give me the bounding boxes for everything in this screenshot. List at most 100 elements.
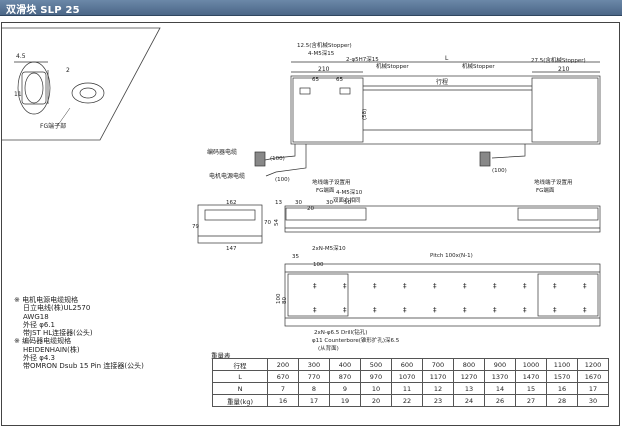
table-cell: 700 (422, 358, 454, 371)
table-cell: 8 (298, 382, 330, 395)
table-cell: 19 (329, 394, 361, 407)
side-dim-30a: 30 (295, 200, 302, 206)
base-dim-80: 80 (282, 297, 288, 304)
dim-height: (58) (362, 109, 368, 120)
end-dim-13: 13 (275, 200, 282, 206)
pitch-label: Pitch 100x(N-1) (430, 253, 473, 259)
svg-text:‡: ‡ (583, 282, 587, 290)
callout-stopper-left: 12.5(含机械Stopper) (297, 41, 352, 49)
side-view (284, 205, 601, 233)
fg-terminal-detail (14, 61, 105, 115)
table-cell: 670 (267, 370, 299, 383)
table-cell: 24 (453, 394, 485, 407)
encoder-cable-label: 编码器电缆 (207, 148, 237, 156)
table-cell: 15 (515, 382, 547, 395)
motor-cable-label: 电机电源电缆 (209, 172, 245, 180)
table-cell: 1670 (577, 370, 609, 383)
detail-label: FG端子部 (40, 122, 66, 130)
top-view (290, 61, 601, 145)
table-cell: 1100 (546, 358, 578, 371)
table-cell: 26 (484, 394, 516, 407)
end-view (197, 204, 263, 244)
svg-text:‡: ‡ (523, 282, 527, 290)
callout-stopper-right: 27.5(含机械Stopper) (531, 56, 586, 64)
cable-len-3: (100) (492, 168, 507, 174)
svg-text:‡: ‡ (493, 282, 497, 290)
cable-len-1: (100) (270, 156, 285, 162)
end-dim-147: 147 (226, 246, 237, 252)
table-cell: 800 (453, 358, 485, 371)
callout-stopper-right-mid: 机械Stopper (462, 62, 495, 70)
end-dim-70: 70 (264, 220, 271, 226)
svg-text:‡: ‡ (433, 306, 437, 314)
encoder-spec-line: 带OMRON Dsub 15 Pin 连接器(公头) (23, 362, 144, 371)
encoder-spec-title: ※ 编码器电缆规格 (14, 337, 72, 346)
dim-210-left: 210 (318, 66, 330, 73)
table-cell: 11 (391, 382, 423, 395)
table-cell: 13 (453, 382, 485, 395)
table-cell: 28 (546, 394, 578, 407)
row-header: L (212, 370, 268, 383)
mount-label-4: FG端面 (316, 186, 335, 194)
detail-dim-2: 2 (66, 67, 70, 74)
row-header: N (212, 382, 268, 395)
table-cell: 1200 (577, 358, 609, 371)
side-dim-50: 50 (344, 200, 351, 206)
svg-text:‡: ‡ (343, 282, 347, 290)
svg-text:‡: ‡ (403, 282, 407, 290)
table-cell: 17 (298, 394, 330, 407)
table-cell: 9 (329, 382, 361, 395)
weight-table-title: 重量表 (211, 352, 231, 360)
svg-text:‡: ‡ (463, 306, 467, 314)
table-cell: 16 (267, 394, 299, 407)
mount-label-1: 地线端子设置用 (312, 178, 351, 186)
dim-210-right: 210 (558, 66, 570, 73)
mount-label-3: 双面右相同 (333, 196, 361, 204)
motor-spec-line: 外径 φ6.1 (23, 320, 55, 329)
svg-text:‡: ‡ (373, 282, 377, 290)
counterbore-label-1: 2xN-φ6.5 Drill(钻孔) (314, 328, 367, 336)
callout-tapped-holes: 4-M5深15 (308, 49, 335, 57)
table-cell: 7 (267, 382, 299, 395)
svg-text:‡: ‡ (583, 306, 587, 314)
table-cell: 1370 (484, 370, 516, 383)
table-cell: 300 (298, 358, 330, 371)
table-cell: 870 (329, 370, 361, 383)
motor-spec-line: AWG18 (23, 312, 49, 321)
base-dim-100b: 100 (276, 293, 282, 304)
detail-dim-1: 4.5 (16, 53, 26, 60)
motor-spec-title: ※ 电机电源电缆规格 (14, 296, 79, 304)
cables (254, 144, 526, 177)
svg-text:‡: ‡ (523, 306, 527, 314)
svg-text:‡: ‡ (373, 306, 377, 314)
table-cell: 900 (484, 358, 516, 371)
table-cell: 10 (360, 382, 392, 395)
detail-dim-3: 11 (14, 91, 22, 98)
dim-65-a: 65 (312, 77, 319, 83)
side-dim-20: 20 (307, 206, 314, 212)
table-cell: 1170 (422, 370, 454, 383)
counterbore-label-2: φ11 Counterbore(锥形扩孔)深6.5 (312, 336, 400, 344)
callout-stopper-mid: 机械Stopper (376, 62, 409, 70)
table-cell: 12 (422, 382, 454, 395)
table-cell: 770 (298, 370, 330, 383)
table-cell: 1270 (453, 370, 485, 383)
svg-text:‡: ‡ (553, 306, 557, 314)
table-cell: 1000 (515, 358, 547, 371)
svg-text:‡: ‡ (313, 306, 317, 314)
svg-text:‡: ‡ (553, 282, 557, 290)
table-cell: 27 (515, 394, 547, 407)
table-cell: 600 (391, 358, 423, 371)
svg-text:‡: ‡ (343, 306, 347, 314)
table-cell: 20 (360, 394, 392, 407)
svg-text:‡: ‡ (433, 282, 437, 290)
cable-len-2: (100) (275, 177, 290, 183)
base-hole-marks: ‡‡ ‡‡ ‡‡ ‡‡ ‡‡ ‡‡ ‡‡ ‡‡ ‡‡ ‡‡ (313, 282, 587, 314)
table-cell: 14 (484, 382, 516, 395)
dim-65-b: 65 (336, 77, 343, 83)
mount-label-2: 4-M5深10 (336, 188, 363, 196)
table-cell: 23 (422, 394, 454, 407)
